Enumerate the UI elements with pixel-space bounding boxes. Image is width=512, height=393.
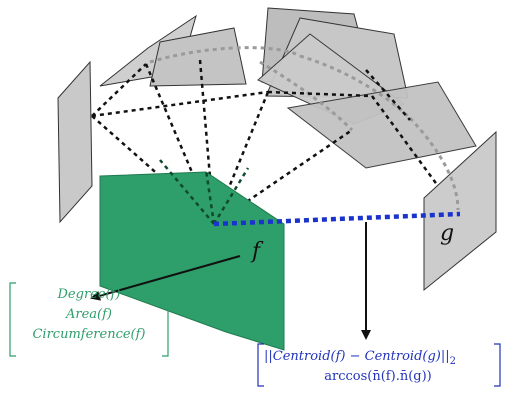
- graph-edges-on-f: [159, 159, 250, 225]
- node-feature-vector: Degree(f) Area(f) Circumference(f): [9, 282, 169, 357]
- feature-area: Area(f): [65, 307, 112, 322]
- feature-normal-angle: arccos(n̄(f).n̄(g)): [324, 369, 431, 384]
- bracket-right: [162, 282, 169, 357]
- arrow-node-features: [90, 255, 241, 301]
- neighbor-face-left: [57, 60, 93, 224]
- feature-degree: Degree(f): [57, 287, 121, 302]
- neighbor-face-top-center: [149, 27, 247, 87]
- bracket-right: [494, 343, 501, 387]
- neighbor-faces: [57, 7, 497, 292]
- feature-centroid-distance: ||Centroid(f) − Centroid(g)||2: [264, 349, 456, 367]
- neighbor-face-g: [423, 130, 497, 292]
- edge-feature-vector: ||Centroid(f) − Centroid(g)||2 arccos(n̄…: [257, 343, 501, 387]
- label-g: g: [440, 221, 454, 246]
- norm-subscript: 2: [450, 356, 456, 367]
- bracket-left: [9, 282, 16, 357]
- bracket-left: [257, 343, 264, 387]
- feature-circumference: Circumference(f): [32, 327, 145, 342]
- face-f: [99, 171, 285, 351]
- neighbor-face-right-lower: [286, 81, 477, 169]
